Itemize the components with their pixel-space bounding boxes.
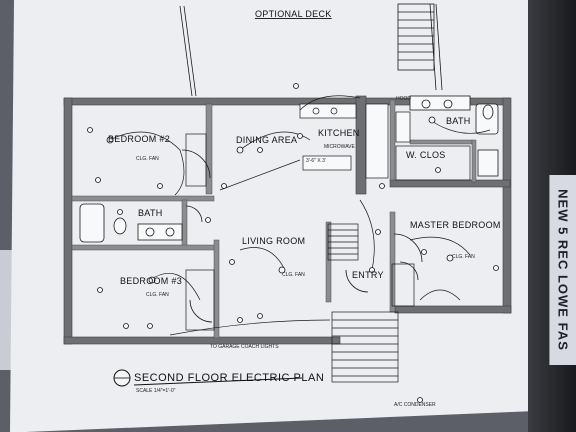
optional-deck-label: OPTIONAL DECK	[255, 9, 332, 19]
note-garage: TO GARAGE COACH LIGHTS	[210, 344, 279, 350]
note-hood: HOOD	[396, 96, 411, 102]
sheet-tab-label: NEW 5 REC LOWE FAS	[555, 189, 571, 351]
sheet-tab: NEW 5 REC LOWE FAS	[549, 175, 576, 365]
room-label-master: MASTER BEDROOM	[410, 220, 501, 230]
note-ac: A/C CONDENSER	[394, 402, 436, 408]
deck-stair	[397, 3, 435, 71]
room-label-bedroom3: BEDROOM #3	[120, 276, 182, 286]
room-label-dining: DINING AREA	[236, 135, 297, 145]
note-clg-fan-2: CLG. FAN	[282, 272, 305, 278]
room-label-entry: ENTRY	[352, 270, 384, 280]
note-clg-fan-1: CLG. FAN	[136, 156, 159, 162]
note-micro: MICROWAVE	[324, 144, 355, 150]
drawing-title: SECOND FLOOR ELECTRIC PLAN	[134, 372, 324, 384]
room-label-bath: BATH	[138, 208, 163, 218]
deck-outline	[179, 3, 443, 97]
bath-fixtures	[79, 95, 499, 243]
note-clg-fan-3: CLG. FAN	[146, 292, 169, 298]
drawing-scale: SCALE 1/4"=1'-0"	[136, 388, 176, 394]
note-clg-fan-4: CLG. FAN	[452, 254, 475, 260]
note-range: 3'-6" X 3'	[306, 158, 326, 164]
room-label-living: LIVING ROOM	[242, 236, 305, 246]
title-block	[113, 369, 303, 387]
door-swings	[181, 149, 423, 323]
closets	[185, 133, 471, 331]
room-label-kitchen: KITCHEN	[318, 128, 360, 138]
room-label-wclos: W. CLOS	[406, 150, 446, 160]
room-label-bath-upper: BATH	[446, 116, 471, 126]
wiring-runs	[109, 95, 491, 336]
kitchen-fixtures	[299, 103, 411, 179]
entry-stair	[327, 223, 359, 261]
electrical-symbols	[87, 83, 499, 403]
front-stair	[331, 311, 399, 383]
room-label-bedroom2: BEDROOM #2	[108, 134, 170, 144]
